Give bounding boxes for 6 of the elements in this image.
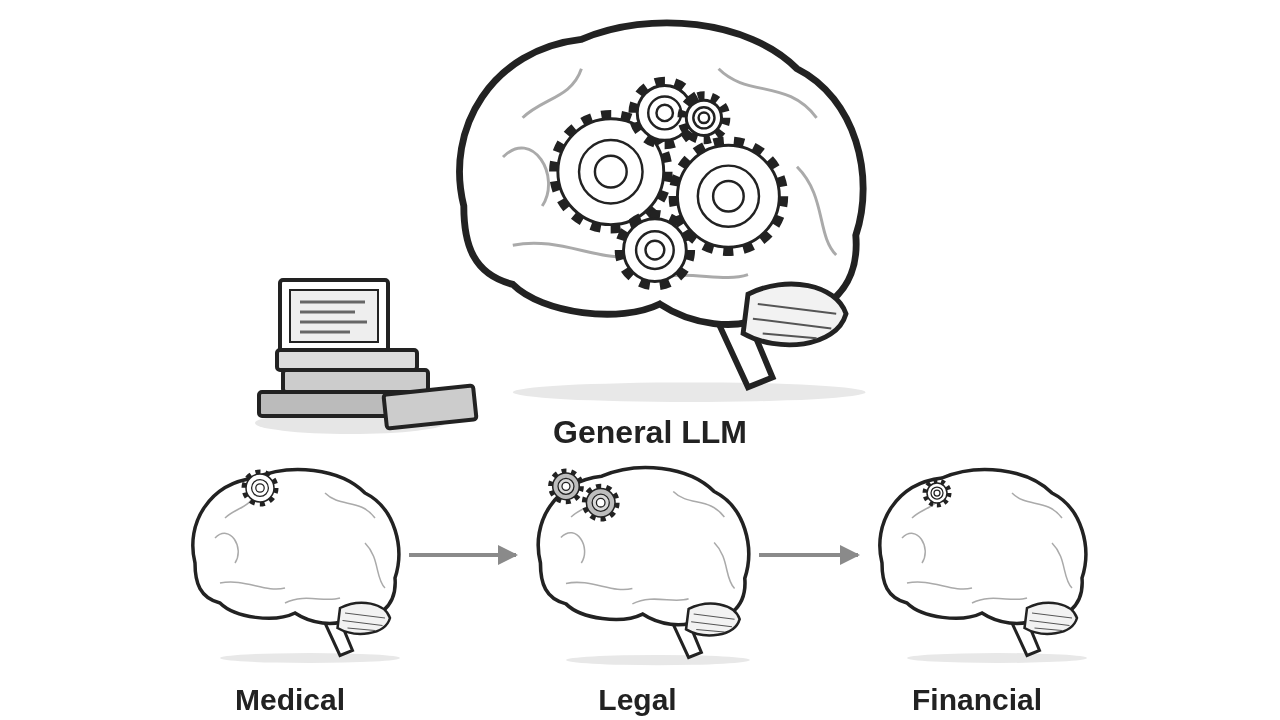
- brain-label: General LLM: [552, 413, 748, 452]
- arrow: [409, 545, 518, 565]
- arrow: [759, 545, 860, 565]
- brain-label: Legal: [597, 682, 678, 718]
- brain-label: Financial: [910, 682, 1043, 718]
- brain-label: Medical: [233, 682, 346, 718]
